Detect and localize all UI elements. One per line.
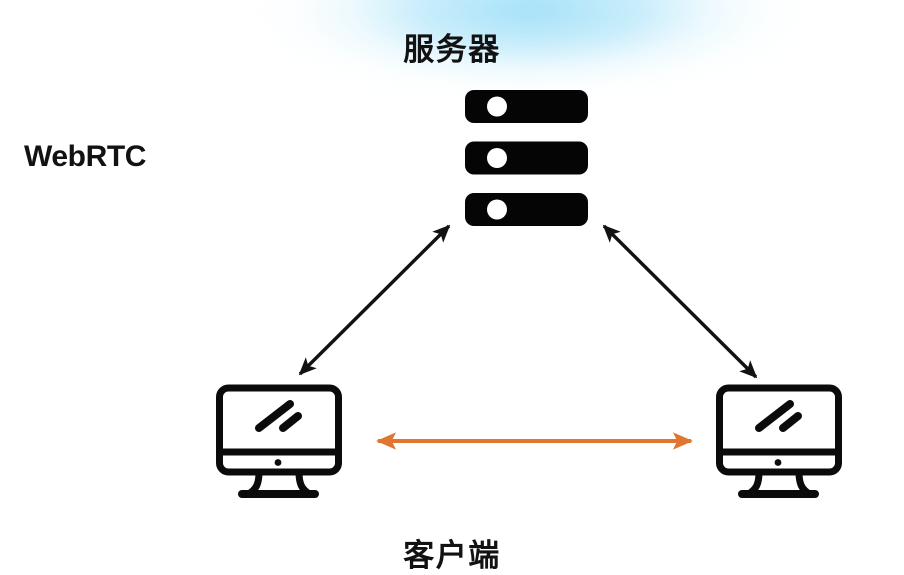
- client-monitor-right: [716, 384, 842, 498]
- screen-glare-icon: [755, 400, 802, 432]
- arrow-server-client-left: [298, 224, 451, 376]
- label-webrtc: WebRTC: [24, 140, 147, 173]
- server-bar-3: [465, 193, 588, 226]
- page-title-server: 服务器: [403, 32, 501, 67]
- server-bar-1: [465, 90, 588, 123]
- server-icon: [465, 90, 588, 226]
- arrow-server-client-right: [602, 224, 758, 379]
- power-dot-icon: [274, 459, 282, 466]
- server-bar-2: [465, 141, 588, 175]
- power-dot-icon: [774, 459, 782, 466]
- client-monitor-left: [216, 384, 342, 498]
- page-title-client: 客户端: [403, 538, 501, 573]
- screen-glare-icon: [255, 400, 302, 432]
